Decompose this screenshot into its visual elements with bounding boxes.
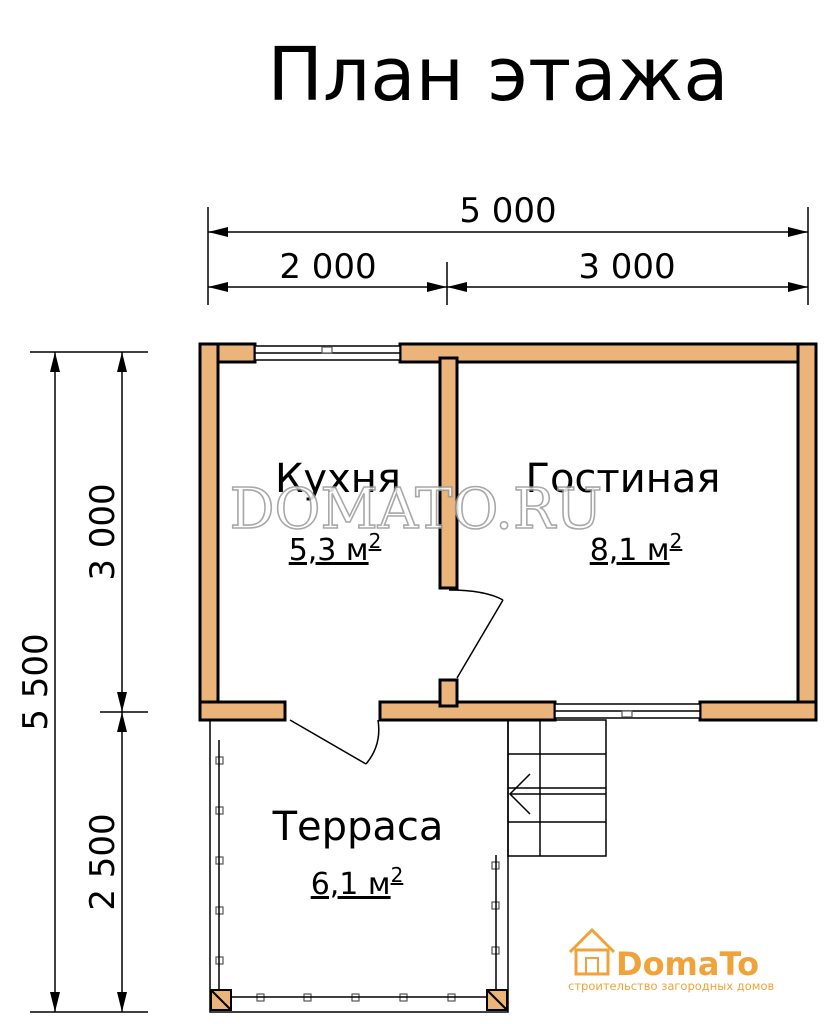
right-width-label: 3 000 (578, 247, 675, 287)
terrace-door (289, 719, 380, 765)
bottom-wall-left (198, 700, 287, 722)
total-height-label: 5 500 (16, 633, 56, 730)
lower-height-label: 2 500 (83, 813, 123, 910)
terrace (209, 720, 509, 1013)
watermark-text: DOMATO.RU (230, 477, 603, 542)
logo-brand: DomaTo (616, 945, 759, 983)
interior-door (448, 589, 504, 679)
terrace-name: Терраса (272, 804, 444, 850)
vertical-dimensions: 5 500 3 000 2 500 (16, 351, 148, 1013)
doors (289, 589, 504, 765)
room-terrace: Терраса 6,1 м2 (272, 804, 444, 902)
top-wall-right (398, 342, 818, 364)
windows (254, 345, 701, 719)
left-width-label: 2 000 (279, 247, 376, 287)
left-wall (198, 342, 220, 722)
page-title: План этажа (267, 32, 728, 118)
house-icon (568, 927, 616, 976)
horizontal-dimensions: 5 000 2 000 3 000 (207, 191, 809, 305)
stairs-direction-arrow (508, 773, 606, 815)
bottom-wall-right (698, 700, 818, 722)
total-width-label: 5 000 (459, 191, 556, 231)
upper-height-label: 3 000 (83, 483, 123, 580)
stairs (507, 719, 607, 857)
kitchen-area: 5,3 м2 (289, 529, 382, 568)
brand-logo: DomaTo строительство загородных домов (568, 927, 775, 993)
partition-wall-upper (438, 356, 459, 590)
room-living: Гостиная 8,1 м2 (526, 456, 721, 568)
kitchen-name: Кухня (275, 456, 401, 502)
kitchen-window (254, 345, 401, 361)
living-room-name: Гостиная (526, 456, 721, 502)
living-room-area: 8,1 м2 (590, 529, 683, 568)
house-walls (198, 342, 818, 722)
terrace-area: 6,1 м2 (311, 863, 404, 902)
right-wall (796, 342, 818, 722)
room-kitchen: Кухня 5,3 м2 (275, 456, 401, 568)
terrace-corner-columns (210, 989, 508, 1011)
bottom-wall-middle (378, 700, 557, 722)
partition-wall-lower (438, 678, 459, 708)
living-room-window (554, 703, 701, 719)
logo-tagline: строительство загородных домов (568, 979, 775, 993)
